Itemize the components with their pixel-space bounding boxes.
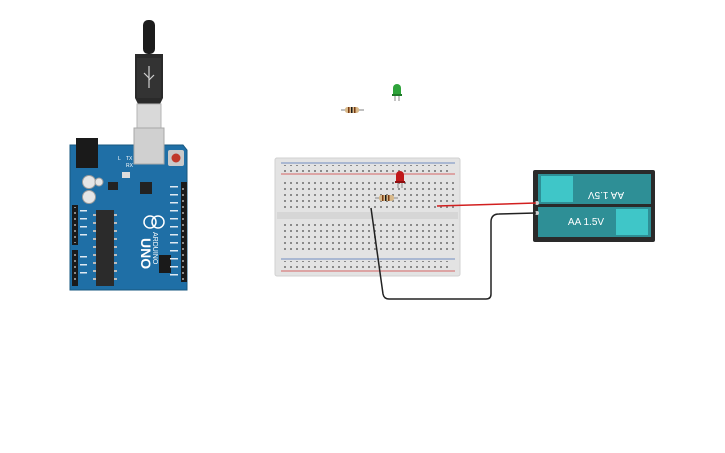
usb-cable[interactable] — [135, 20, 163, 129]
pin-number-marks — [80, 186, 178, 276]
bb-resistor-band-2 — [385, 195, 387, 201]
usb-controller-chip — [140, 182, 152, 194]
resistor-band-2 — [351, 107, 353, 113]
regulator-chip — [108, 182, 118, 190]
capacitor-1 — [82, 175, 96, 189]
battery-cell-top-label: AA 1.5V — [588, 189, 624, 200]
crystal — [122, 172, 130, 178]
usb-cable-strain-relief — [143, 20, 155, 54]
arduino-logo-icon — [143, 215, 157, 229]
red-led-body — [396, 171, 404, 182]
resistor-band-1 — [348, 107, 350, 113]
capacitor-2 — [82, 190, 96, 204]
digital-header-pins — [182, 184, 186, 280]
red-wire[interactable] — [436, 202, 537, 207]
breadboard-red-led[interactable] — [395, 171, 405, 188]
capacitor-3 — [94, 177, 104, 187]
red-led-rim — [395, 181, 405, 183]
rx-led-label: RX — [126, 163, 134, 169]
terminal-strip-top[interactable] — [282, 178, 454, 210]
battery-cell-top-cap — [541, 176, 573, 202]
usb-trident-icon — [143, 66, 155, 88]
green-led-body — [393, 84, 401, 95]
board-model-label: UNO — [138, 238, 154, 269]
loose-resistor[interactable] — [341, 107, 364, 113]
atmega-chip — [96, 210, 114, 286]
green-led-rim — [392, 94, 402, 96]
icsp-header — [159, 255, 171, 273]
usb-b-socket — [133, 127, 165, 165]
battery-positive-terminal[interactable] — [535, 201, 539, 205]
atmega-pins — [93, 214, 117, 280]
power-header-pins — [73, 207, 77, 243]
arduino-uno-board[interactable]: ARDUINO UNO TX RX L — [69, 127, 188, 291]
power-jack — [76, 138, 98, 168]
bb-resistor-band-1 — [382, 195, 384, 201]
breadboard-resistor[interactable] — [375, 195, 398, 201]
arduino-logo-icon-2 — [151, 215, 165, 229]
bb-resistor-band-3 — [388, 195, 390, 201]
usb-plug-metal — [136, 103, 162, 129]
analog-header-pins — [73, 252, 77, 284]
terminal-strip-bottom[interactable] — [282, 221, 454, 253]
arduino-brand-label: ARDUINO — [151, 232, 158, 265]
battery-cell-bottom-cap — [616, 209, 648, 235]
tx-led-label: TX — [126, 156, 133, 162]
reset-button-cap[interactable] — [171, 153, 181, 163]
center-channel — [277, 212, 458, 219]
resistor-band-3 — [354, 107, 356, 113]
bottom-power-rail-holes[interactable] — [284, 261, 452, 269]
top-power-rail-holes[interactable] — [284, 165, 452, 173]
loose-green-led[interactable] — [392, 84, 402, 101]
battery-negative-terminal[interactable] — [535, 211, 539, 215]
breadboard[interactable] — [274, 157, 461, 277]
battery-pack-2xaa[interactable]: AA 1.5V AA 1.5V — [533, 170, 655, 242]
l-led-label: L — [118, 156, 121, 162]
battery-cell-bottom-label: AA 1.5V — [568, 217, 604, 228]
black-wire[interactable] — [370, 207, 537, 300]
